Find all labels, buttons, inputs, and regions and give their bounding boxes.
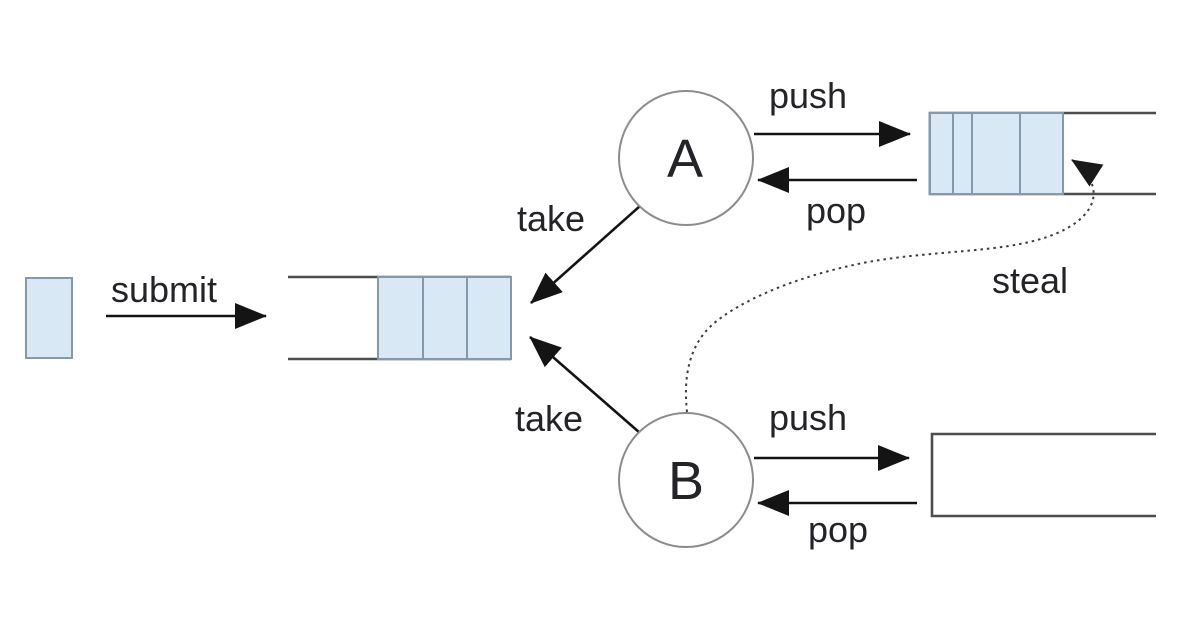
queue-cell <box>422 276 468 360</box>
push-edge-worker-a: push <box>754 75 911 147</box>
take-b-label: take <box>515 398 583 439</box>
steal-arrow <box>684 159 1104 413</box>
take-b-arrow <box>529 336 641 434</box>
push-a-label: push <box>769 75 847 116</box>
deque-cell <box>1019 112 1064 195</box>
worker-b-deque <box>930 432 1156 518</box>
submit-edge: submit <box>106 269 267 329</box>
take-a-label: take <box>517 198 585 239</box>
pop-edge-worker-b: pop <box>757 490 917 550</box>
worker-a-deque <box>928 111 1156 196</box>
push-edge-worker-b: push <box>754 397 910 471</box>
queue-cell <box>466 276 512 360</box>
worker-b-label: B <box>668 451 704 511</box>
push-b-label: push <box>769 397 847 438</box>
task-node <box>25 277 73 359</box>
worker-b-circle <box>618 412 754 548</box>
deque-cell <box>929 112 954 195</box>
pop-a-label: pop <box>806 190 866 231</box>
take-a-arrow <box>530 205 641 304</box>
take-edge-worker-a: take <box>517 198 641 304</box>
steal-label: steal <box>992 260 1068 301</box>
submission-queue <box>288 275 512 361</box>
deque-cell <box>952 112 973 195</box>
steal-edge: steal <box>684 159 1104 413</box>
worker-a-node: A <box>618 90 754 226</box>
worker-b-node: B <box>618 412 754 548</box>
worker-a-label: A <box>667 129 703 189</box>
worker-a-circle <box>618 90 754 226</box>
deque-cell <box>971 112 1021 195</box>
take-edge-worker-b: take <box>515 336 641 439</box>
submit-label: submit <box>111 269 217 310</box>
pop-edge-worker-a: pop <box>757 167 917 231</box>
worker-b-deque-outline <box>930 432 1156 518</box>
task-block <box>25 277 73 359</box>
queue-cell <box>377 276 424 360</box>
pop-b-label: pop <box>808 509 868 550</box>
